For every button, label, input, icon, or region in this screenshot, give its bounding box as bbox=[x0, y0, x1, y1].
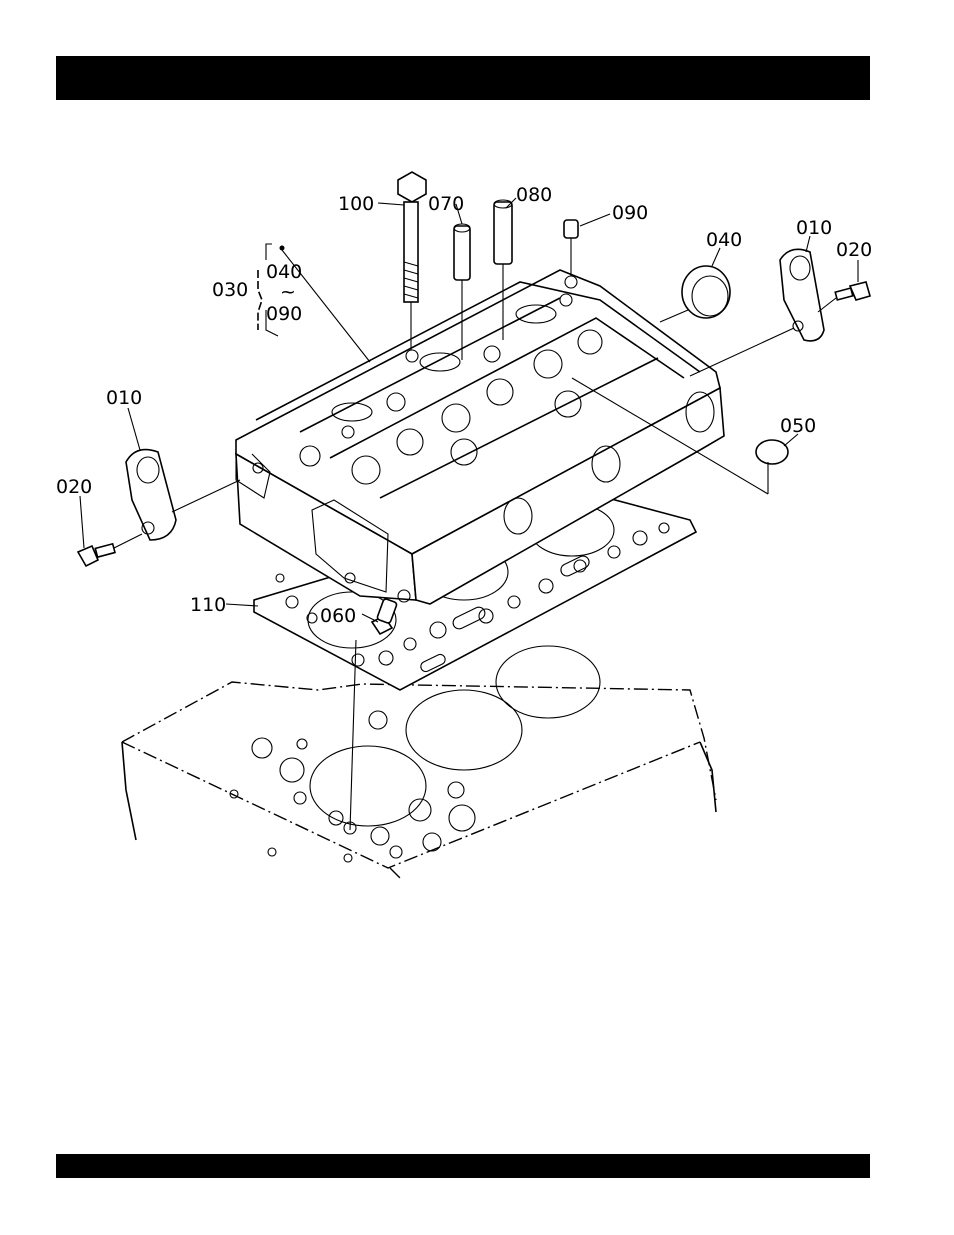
callout-030-range-tilde: ~ bbox=[280, 281, 296, 303]
callout-010-right: 010 bbox=[796, 217, 832, 239]
head-bolt-part bbox=[398, 172, 426, 350]
callout-090-top: 090 bbox=[612, 202, 648, 224]
callout-070: 070 bbox=[428, 193, 464, 215]
callout-030: 030 bbox=[212, 279, 248, 301]
callout-110: 110 bbox=[190, 594, 226, 616]
cap-part bbox=[660, 266, 730, 322]
callout-050: 050 bbox=[780, 415, 816, 437]
callout-020-left: 020 bbox=[56, 476, 92, 498]
cylinder-block bbox=[122, 646, 716, 878]
callout-020-right: 020 bbox=[836, 239, 872, 261]
callout-080: 080 bbox=[516, 184, 552, 206]
callout-030-range-end: 090 bbox=[266, 303, 302, 325]
hanger-bolt-left bbox=[78, 534, 142, 566]
hanger-bolt-right bbox=[818, 282, 870, 312]
callout-040: 040 bbox=[706, 229, 742, 251]
callout-010-left: 010 bbox=[106, 387, 142, 409]
hanger-plate-left bbox=[126, 450, 240, 540]
callout-100: 100 bbox=[338, 193, 374, 215]
callout-030-range-start: 040 bbox=[266, 261, 302, 283]
callout-060: 060 bbox=[320, 605, 356, 627]
